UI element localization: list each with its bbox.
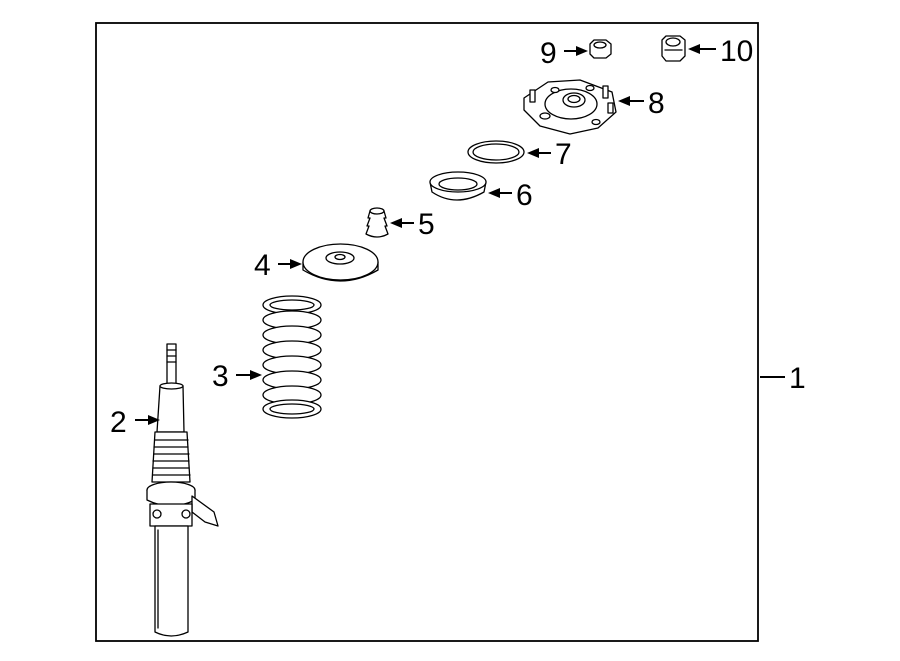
callout-7-arrowhead [527, 148, 539, 158]
callout-7-label: 7 [555, 138, 572, 171]
callout-1-label: 1 [789, 362, 806, 395]
callout-5-label: 5 [418, 208, 435, 241]
callout-9-arrowhead [576, 46, 588, 56]
callout-2-label: 2 [110, 406, 127, 439]
callout-10-arrowhead [688, 44, 700, 54]
part-2-strut [146, 343, 219, 637]
callout-5-arrowhead [390, 218, 402, 228]
callout-2-arrowhead [148, 415, 160, 425]
callout-6-arrowhead [488, 188, 500, 198]
callout-3-arrowhead [250, 370, 262, 380]
callout-4-arrowhead [290, 259, 302, 269]
part-5-bump-stop [365, 207, 389, 238]
part-7-ring [467, 140, 525, 164]
part-3-coil-spring [262, 295, 322, 419]
callout-4-label: 4 [254, 249, 271, 282]
part-9-nut [589, 39, 612, 59]
callout-9-label: 9 [540, 37, 557, 70]
callout-10-label: 10 [720, 35, 753, 68]
callout-6-label: 6 [516, 179, 533, 212]
part-4-spring-seat [302, 243, 379, 282]
callout-3-label: 3 [212, 360, 229, 393]
part-6-bearing [429, 171, 487, 201]
callout-8-arrowhead [618, 96, 630, 106]
callout-8-label: 8 [648, 87, 665, 120]
assembly-frame [95, 22, 759, 642]
part-10-nut [661, 35, 686, 62]
part-8-strut-mount [523, 79, 617, 135]
